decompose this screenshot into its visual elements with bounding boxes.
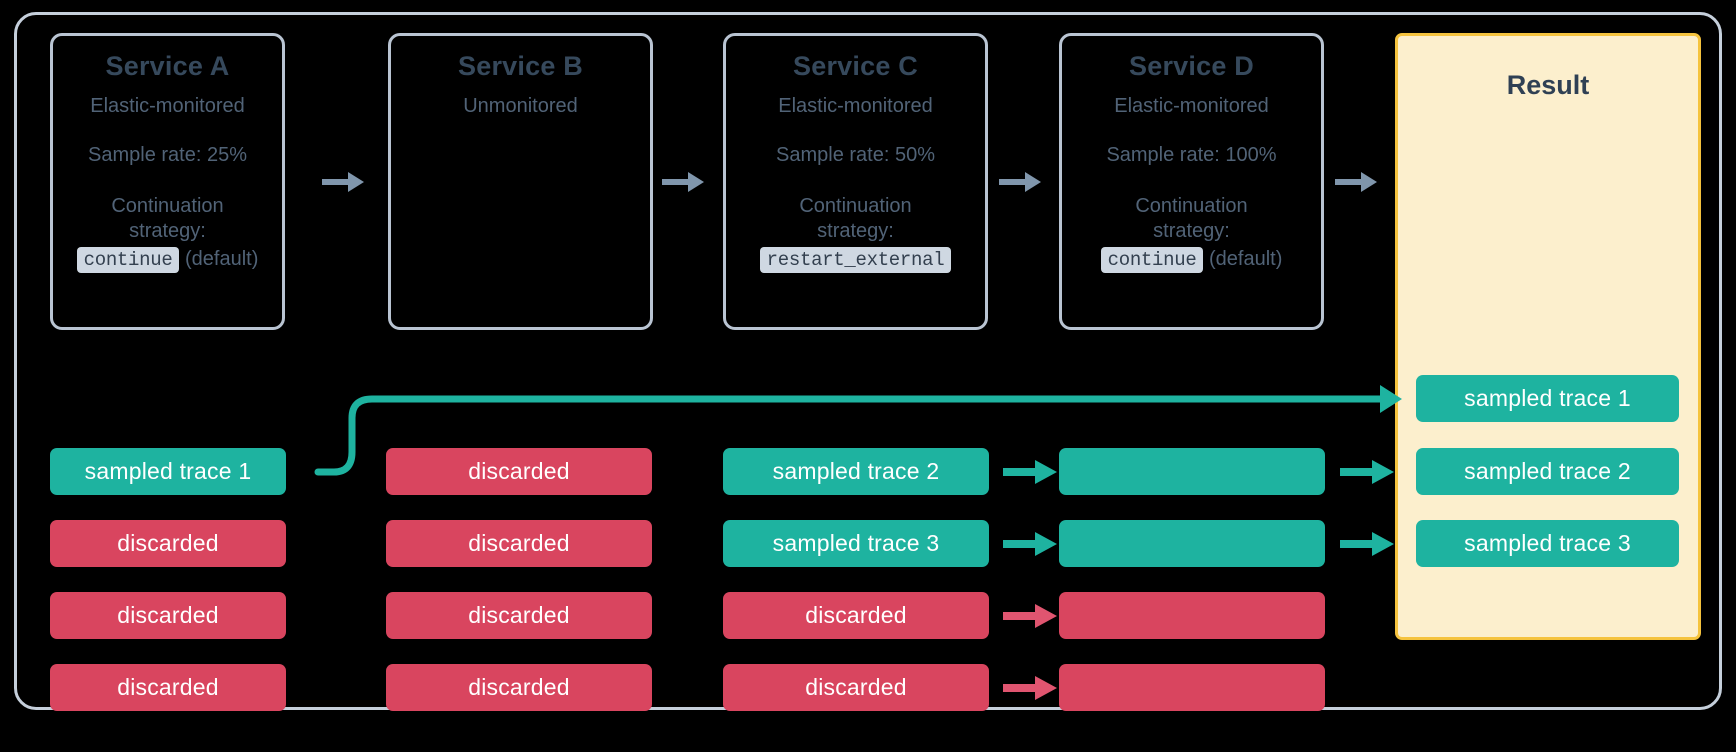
result-title: Result bbox=[1506, 70, 1590, 100]
arrow-c-to-d-row-4-icon bbox=[1003, 676, 1057, 700]
arrow-b-to-c-icon bbox=[662, 172, 704, 192]
service-c-strategy-row: restart_external bbox=[726, 246, 985, 273]
column-d-row-3 bbox=[1059, 592, 1325, 639]
column-a-row-4: discarded bbox=[50, 664, 286, 711]
service-b-monitoring: Unmonitored bbox=[463, 94, 578, 117]
service-c-monitoring: Elastic-monitored bbox=[778, 94, 933, 117]
service-d-strategy-code: continue bbox=[1100, 246, 1204, 273]
service-b-title: Service B bbox=[458, 51, 583, 81]
service-c-title: Service C bbox=[793, 51, 918, 81]
service-a-monitoring: Elastic-monitored bbox=[90, 94, 245, 117]
column-a-row-3: discarded bbox=[50, 592, 286, 639]
column-b-row-4: discarded bbox=[386, 664, 652, 711]
service-a-strategy-code: continue bbox=[76, 246, 180, 273]
arrow-a-to-b-icon bbox=[322, 172, 364, 192]
service-a-continuation-label-1: Continuation bbox=[111, 194, 224, 217]
service-box-d: Service D Elastic-monitored Sample rate:… bbox=[1059, 33, 1324, 330]
result-row-3: sampled trace 3 bbox=[1416, 520, 1679, 567]
service-d-strategy-row: continue (default) bbox=[1062, 246, 1321, 273]
service-box-c: Service C Elastic-monitored Sample rate:… bbox=[723, 33, 988, 330]
arrow-c-to-d-row-1-icon bbox=[1003, 460, 1057, 484]
arrow-d-to-result-icon bbox=[1335, 172, 1377, 192]
column-d-row-2 bbox=[1059, 520, 1325, 567]
arrow-c-to-d-icon bbox=[999, 172, 1041, 192]
column-c-row-1: sampled trace 2 bbox=[723, 448, 989, 495]
service-a-continuation-label-2: strategy: bbox=[129, 219, 206, 242]
column-c-row-2: sampled trace 3 bbox=[723, 520, 989, 567]
column-b-row-2: discarded bbox=[386, 520, 652, 567]
service-c-strategy-code: restart_external bbox=[759, 246, 952, 273]
column-c-row-3: discarded bbox=[723, 592, 989, 639]
column-d-row-1 bbox=[1059, 448, 1325, 495]
service-d-continuation-label-2: strategy: bbox=[1153, 219, 1230, 242]
service-a-strategy-suffix: (default) bbox=[185, 247, 259, 270]
service-d-sample-rate: Sample rate: 100% bbox=[1106, 143, 1277, 166]
service-d-strategy-suffix: (default) bbox=[1209, 247, 1283, 270]
column-a-row-1: sampled trace 1 bbox=[50, 448, 286, 495]
service-box-a: Service A Elastic-monitored Sample rate:… bbox=[50, 33, 285, 330]
arrow-d-to-result-row-2-icon bbox=[1340, 532, 1394, 556]
arrow-d-to-result-row-1-icon bbox=[1340, 460, 1394, 484]
column-d-row-4 bbox=[1059, 664, 1325, 711]
service-c-continuation-label-2: strategy: bbox=[817, 219, 894, 242]
result-row-2: sampled trace 2 bbox=[1416, 448, 1679, 495]
service-a-title: Service A bbox=[105, 51, 230, 81]
column-a-row-2: discarded bbox=[50, 520, 286, 567]
column-b-row-1: discarded bbox=[386, 448, 652, 495]
service-c-continuation-label-1: Continuation bbox=[799, 194, 912, 217]
service-a-strategy-row: continue (default) bbox=[53, 246, 282, 273]
service-d-title: Service D bbox=[1129, 51, 1254, 81]
column-b-row-3: discarded bbox=[386, 592, 652, 639]
service-box-b: Service B Unmonitored bbox=[388, 33, 653, 330]
service-d-monitoring: Elastic-monitored bbox=[1114, 94, 1269, 117]
column-c-row-4: discarded bbox=[723, 664, 989, 711]
service-d-continuation-label-1: Continuation bbox=[1135, 194, 1248, 217]
service-c-sample-rate: Sample rate: 50% bbox=[776, 143, 935, 166]
arrow-c-to-d-row-3-icon bbox=[1003, 604, 1057, 628]
arrow-c-to-d-row-2-icon bbox=[1003, 532, 1057, 556]
service-a-sample-rate: Sample rate: 25% bbox=[88, 143, 247, 166]
result-row-1: sampled trace 1 bbox=[1416, 375, 1679, 422]
